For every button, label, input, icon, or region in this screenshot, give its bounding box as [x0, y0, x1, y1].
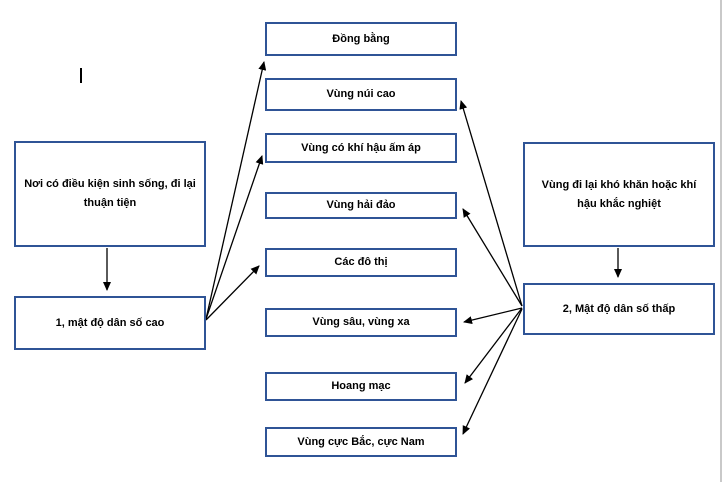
- arrow-low-density-to-islands: [462, 208, 523, 307]
- box-desert[interactable]: Hoang mạc: [265, 372, 457, 401]
- box-plains-label: Đồng bằng: [332, 32, 390, 45]
- box-remote-areas-label: Vùng sâu, vùng xa: [312, 316, 410, 329]
- box-low-density[interactable]: 2, Mật độ dân số thấp: [523, 283, 715, 335]
- box-desert-label: Hoang mạc: [331, 380, 391, 393]
- box-high-mountains-label: Vùng núi cao: [326, 88, 396, 101]
- box-high-density-label: 1, mật độ dân số cao: [55, 316, 165, 329]
- text-cursor-caret: [80, 68, 82, 83]
- box-polar-regions[interactable]: Vùng cực Bắc, cực Nam: [265, 427, 457, 457]
- box-low-density-label: 2, Mật độ dân số thấp: [562, 302, 676, 315]
- box-high-mountains[interactable]: Vùng núi cao: [265, 78, 457, 111]
- arrow-high-density-to-cities: [205, 265, 260, 321]
- box-harsh-conditions-label: Vùng đi lại khó khăn hoặc khí hậu khắc n…: [541, 178, 697, 210]
- box-islands-label: Vùng hải đảo: [326, 199, 396, 212]
- box-cities[interactable]: Các đô thị: [265, 248, 457, 277]
- box-living-conditions-label: Nơi có điều kiện sinh sống, đi lại thuận…: [24, 178, 196, 209]
- arrow-low-density-to-high-mountains: [459, 100, 523, 307]
- arrow-high-density-to-plains: [205, 61, 267, 320]
- box-islands[interactable]: Vùng hải đảo: [265, 192, 457, 219]
- box-plains[interactable]: Đồng bằng: [265, 22, 457, 56]
- box-high-density[interactable]: 1, mật độ dân số cao: [14, 296, 206, 350]
- box-polar-regions-label: Vùng cực Bắc, cực Nam: [297, 435, 425, 448]
- box-cities-label: Các đô thị: [334, 256, 388, 269]
- box-living-conditions[interactable]: Nơi có điều kiện sinh sống, đi lại thuận…: [14, 141, 206, 247]
- arrow-high-density-to-warm-climate: [205, 155, 264, 320]
- arrow-low-density-to-polar-regions: [462, 308, 523, 435]
- box-warm-climate[interactable]: Vùng có khí hậu ấm áp: [265, 133, 457, 163]
- box-harsh-conditions[interactable]: Vùng đi lại khó khăn hoặc khí hậu khắc n…: [523, 142, 715, 247]
- box-remote-areas[interactable]: Vùng sâu, vùng xa: [265, 308, 457, 337]
- arrow-low-density-to-desert: [464, 307, 523, 384]
- box-warm-climate-label: Vùng có khí hậu ấm áp: [301, 141, 421, 154]
- page-edge-line: [720, 0, 722, 482]
- arrow-low-density-to-remote-areas: [463, 307, 523, 325]
